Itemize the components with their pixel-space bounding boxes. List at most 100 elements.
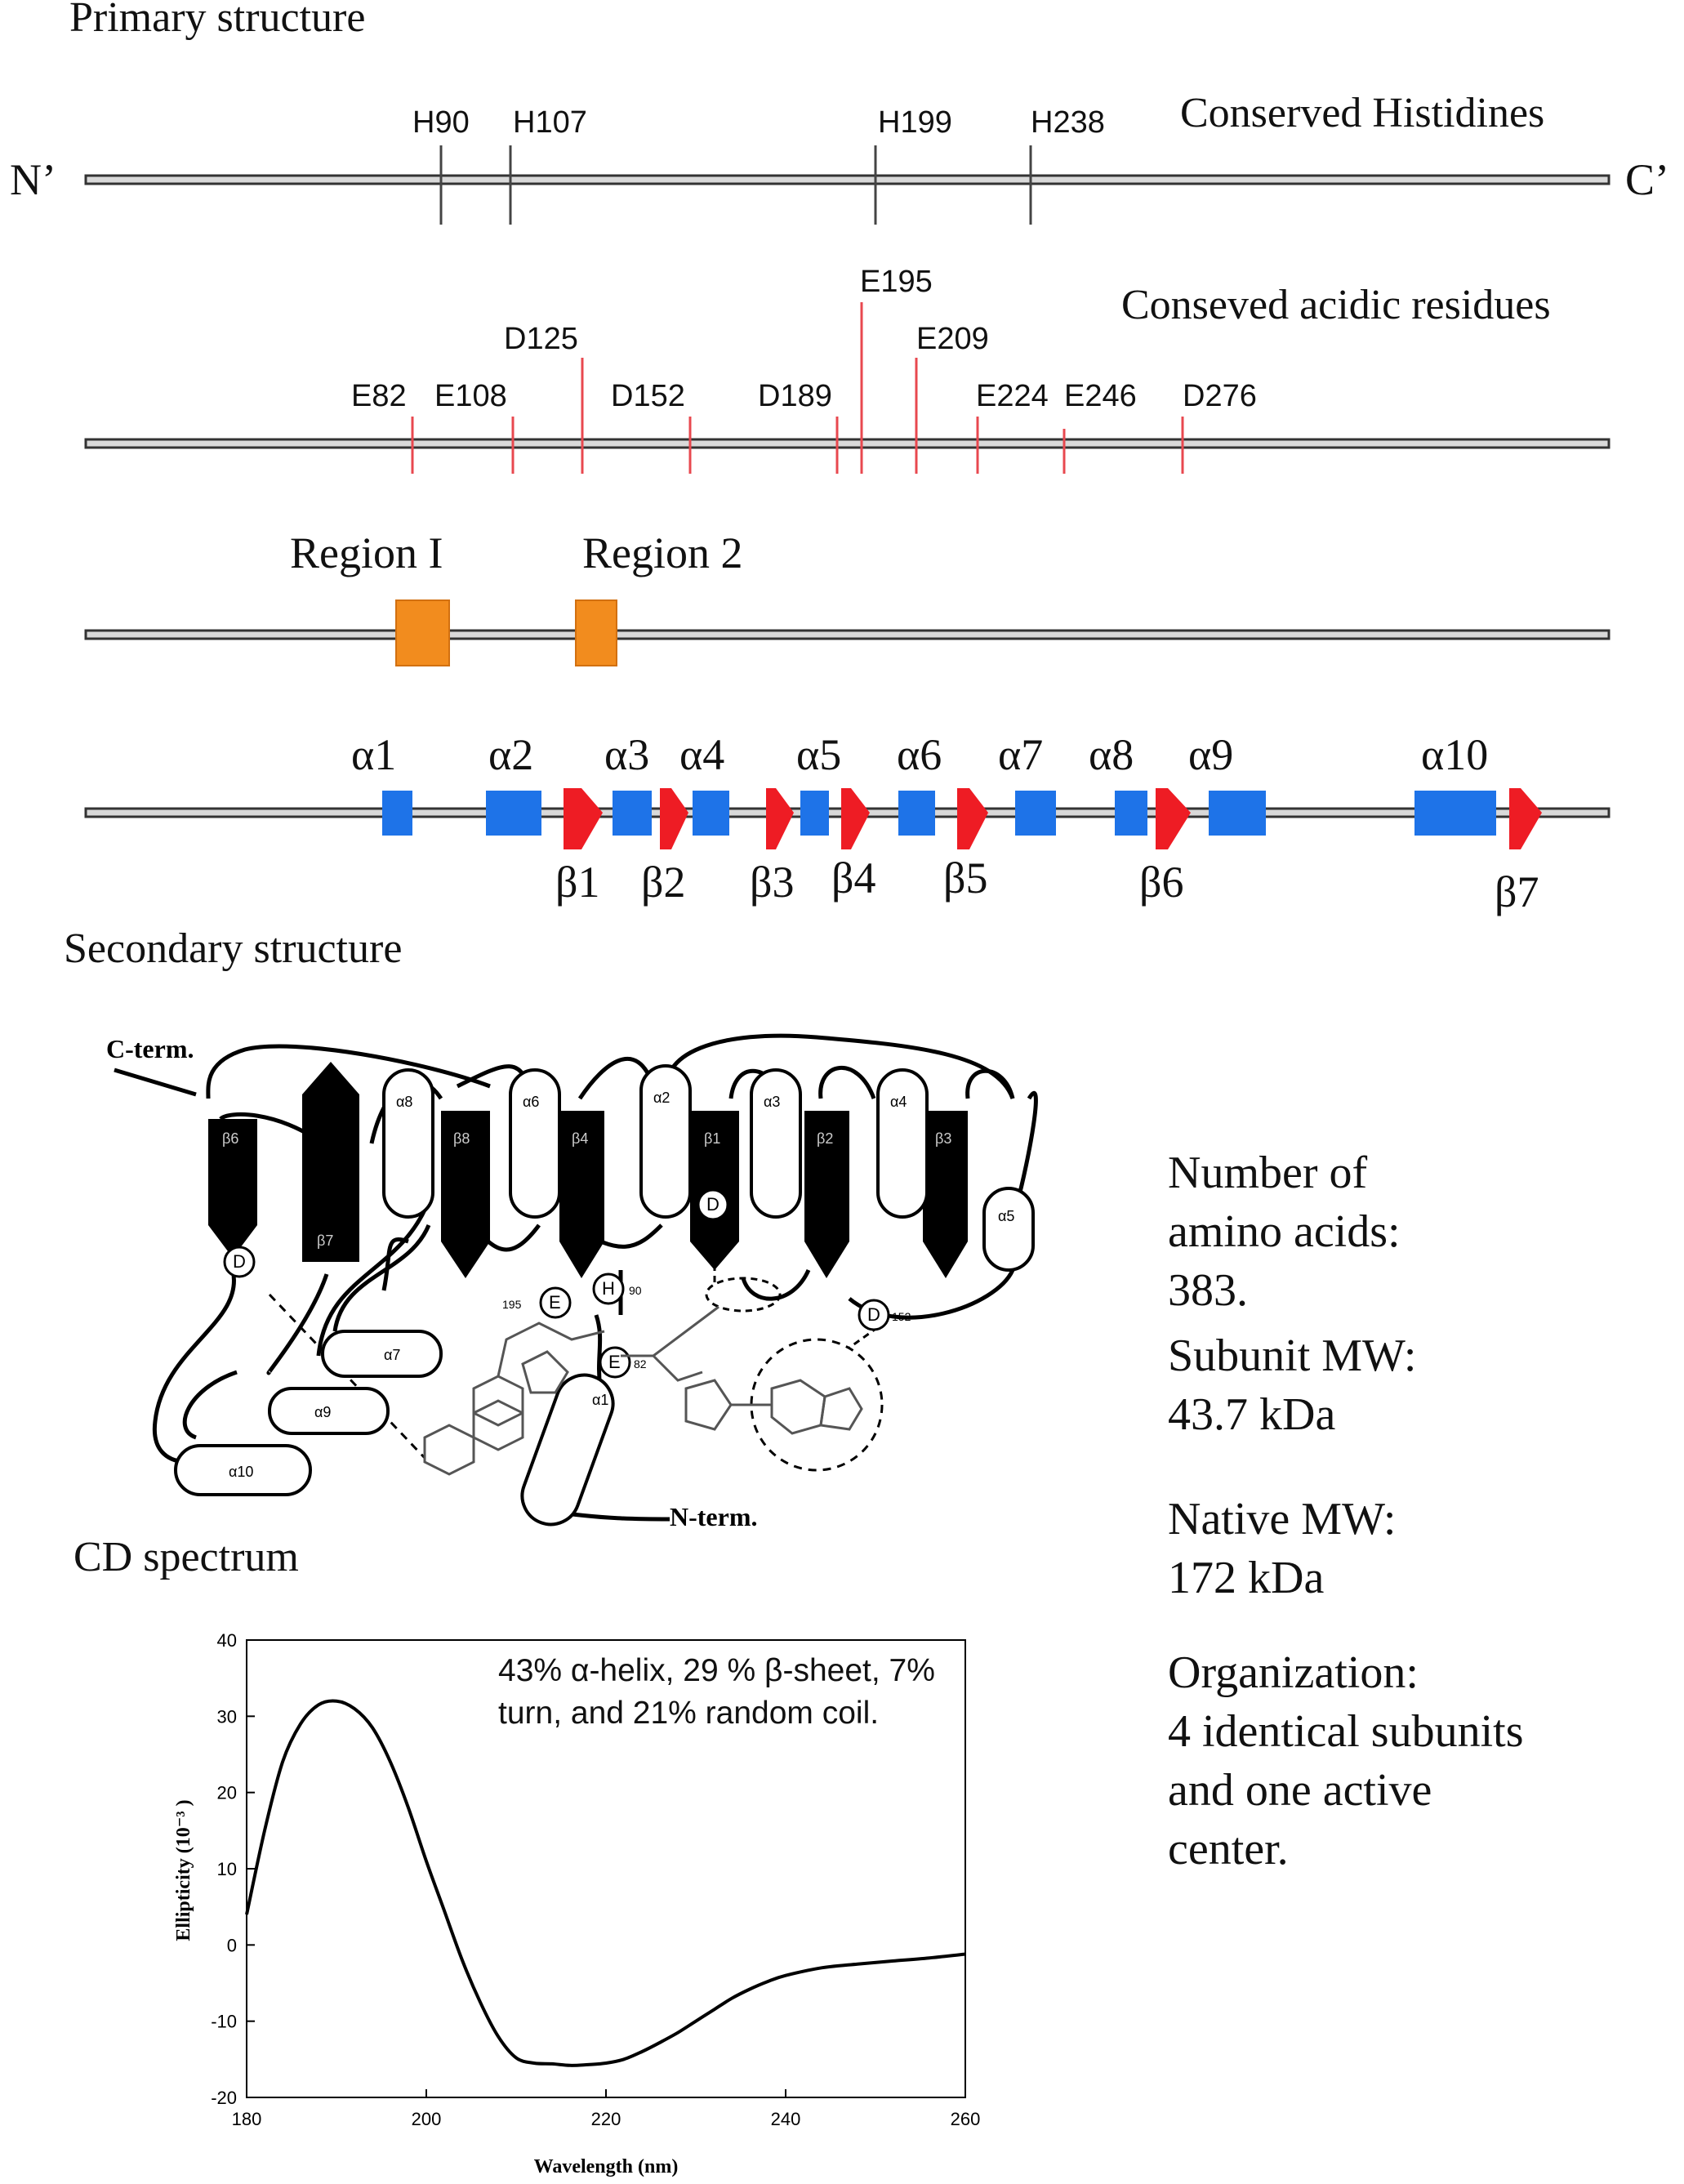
cd-annotation: 43% α-helix, 29 % β-sheet, 7% turn, and …	[498, 1653, 935, 1731]
strand-arrow	[564, 788, 603, 849]
y-tick-label: -20	[211, 2088, 237, 2108]
region-backbone-line	[84, 629, 1610, 640]
helix-label-a6: α6	[523, 1094, 539, 1110]
helix-a4	[876, 1068, 929, 1219]
x-tick-label: 180	[232, 2109, 262, 2129]
info-line: center.	[1168, 1824, 1289, 1874]
helix-a10	[174, 1444, 312, 1496]
helix-label: α6	[897, 730, 942, 779]
topology-loop	[665, 1033, 1015, 1099]
strand-label: β3	[750, 858, 794, 907]
residue-number: 195	[502, 1298, 522, 1311]
region-2-box	[575, 599, 617, 666]
helix-a7	[321, 1330, 443, 1378]
strand-b8	[441, 1111, 490, 1278]
helix-label: α4	[679, 730, 724, 779]
interaction-ellipse	[705, 1277, 782, 1313]
info-line: Number of	[1168, 1148, 1368, 1198]
topology-loop	[114, 1067, 197, 1097]
info-line: Native MW:	[1168, 1494, 1397, 1544]
strand-b3	[923, 1111, 968, 1278]
y-axis-label: Ellipticity (10⁻³ )	[173, 1799, 194, 1941]
primary-structure-panel: N’ C’ Conserved Histidines H90 H107 H199…	[10, 90, 1669, 916]
strand-arrow	[1509, 788, 1542, 849]
acidic-label: E195	[860, 265, 933, 299]
x-tick-label: 200	[412, 2109, 442, 2129]
ligand-ring	[472, 1399, 524, 1451]
helix-box	[486, 791, 541, 836]
helix-a6	[509, 1068, 561, 1219]
strand-arrow	[660, 788, 688, 849]
helix-label-a2: α2	[653, 1090, 670, 1106]
residue-number: 152	[892, 1310, 911, 1323]
topology-loop	[266, 1273, 329, 1375]
strand-label: β7	[1495, 867, 1539, 916]
x-tick-label: 260	[951, 2109, 981, 2129]
topology-loop	[206, 1044, 491, 1099]
residue-circle	[223, 1246, 256, 1278]
helix-label-a8: α8	[396, 1094, 412, 1110]
ligand-ring	[684, 1379, 733, 1431]
acidic-label: E224	[976, 379, 1049, 413]
acidic-track: Conseved acidic residues E82 E108 D125 D…	[84, 265, 1610, 474]
topology-loop	[818, 1065, 876, 1099]
region-1-box	[395, 599, 450, 666]
info-line: 383.	[1168, 1265, 1248, 1316]
acidic-backbone-line	[84, 438, 1610, 449]
strand-label: β1	[555, 858, 599, 907]
helix-label: α10	[1421, 730, 1488, 779]
residue-letter: D	[706, 1194, 719, 1215]
histidine-backbone-line	[84, 174, 1610, 185]
sse-track: α1 α2 α3 α4 α5 α6 α7 α8 α9 α10 β1 β2 β3 …	[84, 730, 1610, 916]
region-label: Region 2	[582, 528, 743, 577]
acidic-label: D189	[758, 379, 832, 413]
strand-label-b6: β6	[222, 1130, 238, 1147]
acidic-track-title: Conseved acidic residues	[1121, 282, 1551, 328]
topology-loop	[152, 1269, 236, 1464]
info-line: and one active	[1168, 1765, 1432, 1816]
helix-label-a3: α3	[764, 1094, 780, 1110]
residue-circle	[539, 1286, 572, 1319]
residue-circle	[858, 1299, 890, 1331]
info-line: Subunit MW:	[1168, 1330, 1417, 1381]
region-track: Region I Region 2	[84, 528, 1610, 666]
strand-label: β5	[943, 854, 987, 903]
residue-number: 90	[629, 1284, 642, 1297]
strand-arrow	[957, 788, 988, 849]
strand-label-b4: β4	[572, 1130, 588, 1147]
topology-loop	[381, 1237, 409, 1291]
cd-spectrum-title: CD spectrum	[74, 1534, 299, 1580]
helix-a1	[520, 1373, 615, 1527]
helix-label: α2	[488, 730, 533, 779]
strand-arrow	[841, 788, 870, 849]
acidic-label: E108	[434, 379, 507, 413]
strand-label: β6	[1139, 858, 1183, 907]
y-tick-label: -10	[211, 2012, 237, 2032]
helix-a3	[750, 1068, 802, 1219]
cd-series-line	[245, 1699, 966, 2067]
helix-a9	[268, 1387, 390, 1435]
y-tick-label: 10	[217, 1859, 237, 1879]
interaction-dash	[268, 1293, 426, 1460]
strand-arrow	[1156, 788, 1191, 849]
y-tick-label: 40	[217, 1630, 237, 1651]
ligand-structure	[423, 1305, 863, 1476]
ligand-ring	[819, 1387, 863, 1431]
strand-label-b1: β1	[704, 1130, 720, 1147]
ligand-chain	[621, 1354, 703, 1382]
ligand-chain	[497, 1322, 605, 1377]
secondary-structure-title: Secondary structure	[64, 925, 403, 972]
helix-box	[382, 791, 412, 836]
residue-circle	[592, 1273, 625, 1305]
acidic-label: E82	[351, 379, 407, 413]
helix-a8	[382, 1068, 434, 1219]
topology-loop	[332, 1224, 431, 1332]
residue-letter: E	[608, 1352, 621, 1372]
ligand-ring	[521, 1350, 569, 1394]
helix-label-a1: α1	[592, 1392, 608, 1408]
strand-b2	[804, 1111, 849, 1278]
